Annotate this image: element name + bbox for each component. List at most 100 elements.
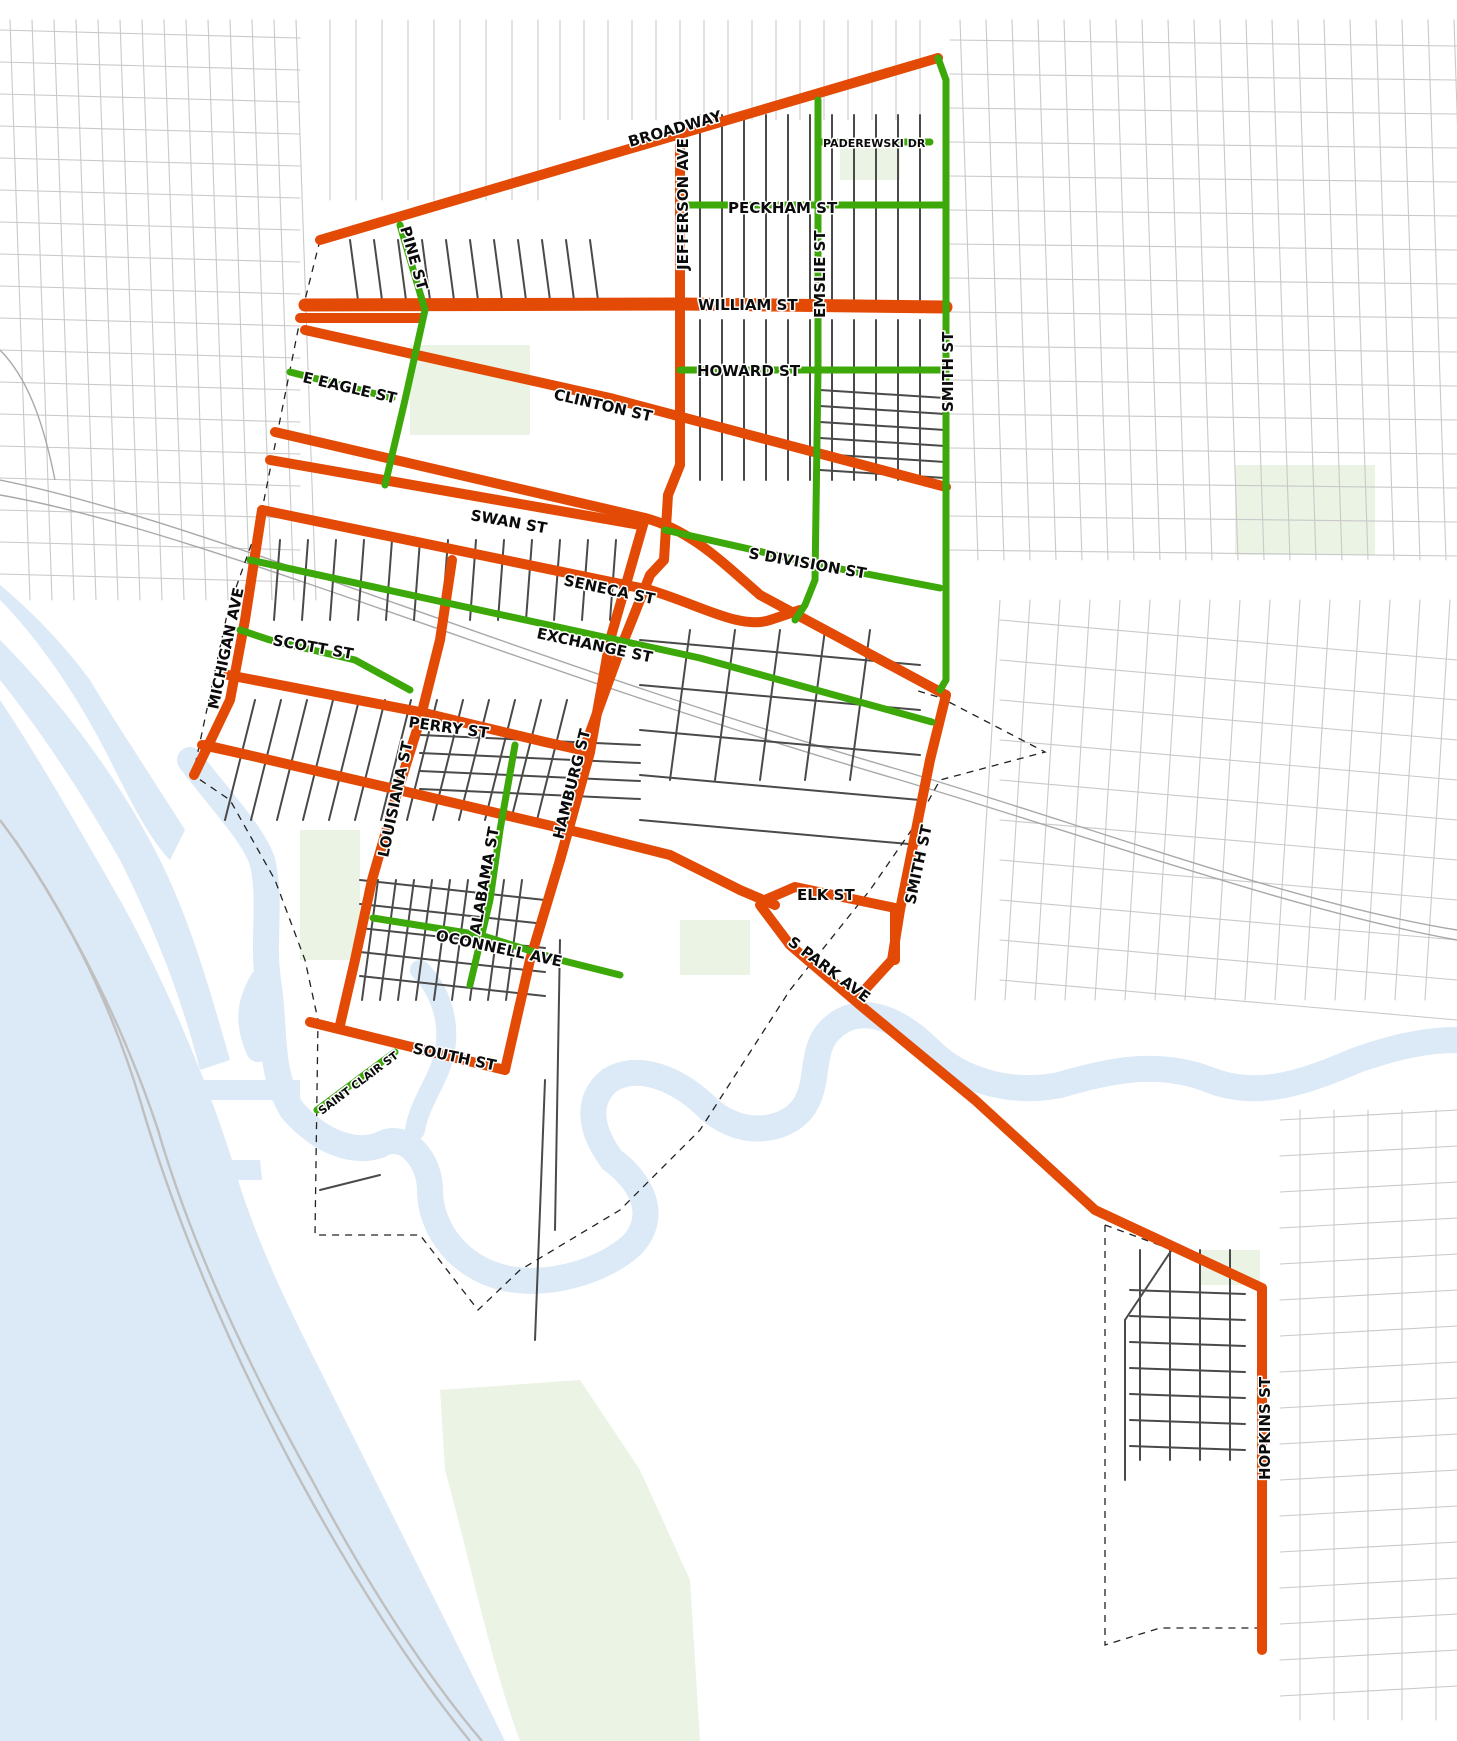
background-street	[0, 125, 301, 135]
outer-harbor	[0, 585, 185, 860]
background-street	[1089, 19, 1109, 561]
background-street	[949, 277, 1457, 285]
route-broadway	[315, 53, 943, 245]
route-scott	[236, 626, 414, 694]
background-street	[9, 19, 31, 601]
route-alabama	[466, 741, 519, 989]
background-street	[185, 19, 207, 601]
background-street	[0, 381, 301, 391]
route-clinton	[300, 325, 951, 492]
background-street	[0, 509, 301, 519]
priority-routes	[189, 53, 1267, 1655]
pier	[160, 1080, 300, 1405]
local-street	[301, 539, 309, 621]
route-saint-clair	[313, 1048, 399, 1114]
background-street	[1094, 599, 1121, 1001]
background-street	[0, 253, 301, 263]
park-north	[840, 140, 900, 180]
highways	[0, 349, 1457, 1741]
lake-erie	[0, 700, 505, 1741]
route-s-division	[661, 526, 944, 592]
harbor-channel	[238, 968, 274, 1062]
local-street	[639, 774, 921, 801]
background-street	[229, 19, 251, 601]
background-street	[949, 447, 1457, 455]
background-street	[1334, 599, 1361, 1001]
local-street	[373, 239, 383, 301]
background-street	[949, 141, 1457, 149]
label-pine: PINE ST	[396, 224, 432, 293]
local-street	[554, 939, 561, 1231]
local-street	[1129, 1315, 1246, 1321]
background-street	[0, 221, 301, 231]
label-paderewski: PADEREWSKI DR	[823, 137, 926, 150]
background-street	[949, 515, 1457, 523]
local-street	[819, 437, 946, 447]
local-street	[385, 539, 393, 621]
label-oconnell: OCONNELL AVE	[434, 926, 564, 970]
boundary-line-south	[1104, 1224, 1265, 1646]
background-street	[999, 979, 1457, 1021]
local-street	[759, 629, 781, 781]
local-street	[433, 879, 451, 1001]
background-street	[1037, 19, 1057, 561]
rail-line-2	[0, 494, 1457, 941]
background-street	[1274, 599, 1301, 1001]
local-street	[534, 1079, 546, 1341]
park-south	[300, 830, 360, 960]
background-street	[1245, 19, 1265, 561]
local-street	[1129, 1445, 1246, 1451]
local-street	[819, 421, 946, 431]
local-street	[525, 539, 533, 621]
background-street	[974, 599, 1001, 1001]
background-street	[163, 19, 185, 601]
route-e-eagle	[286, 368, 396, 402]
background-street	[949, 209, 1457, 217]
background-street	[1219, 19, 1239, 561]
background-street	[0, 285, 301, 295]
background-street	[1364, 599, 1391, 1001]
local-street	[319, 1174, 381, 1191]
background-street	[999, 819, 1457, 861]
background-street	[97, 19, 119, 601]
local-street	[1124, 1244, 1176, 1321]
local-street	[397, 239, 407, 301]
background-street	[141, 19, 163, 601]
label-scott: SCOTT ST	[271, 631, 355, 663]
background-street	[949, 39, 1457, 47]
background-street	[1375, 19, 1395, 561]
label-louisiana: LOUISIANA ST	[374, 739, 416, 859]
background-street	[53, 19, 75, 601]
background-street	[0, 349, 301, 359]
route-seneca-swan	[270, 427, 951, 700]
local-street	[469, 239, 479, 301]
background-street	[1349, 19, 1369, 561]
route-jefferson	[575, 140, 685, 765]
park-misc-1	[680, 920, 750, 975]
local-street	[419, 788, 641, 800]
local-street	[276, 699, 308, 821]
local-street	[354, 699, 386, 821]
label-exchange: EXCHANGE ST	[535, 624, 655, 666]
label-s-division: S DIVISION ST	[747, 544, 868, 583]
local-street	[359, 879, 546, 901]
background-street	[1193, 19, 1213, 561]
background-street	[119, 19, 141, 601]
background-street	[999, 659, 1457, 701]
local-street	[413, 539, 421, 621]
background-street	[0, 477, 301, 487]
route-mid-1	[555, 747, 595, 865]
local-street	[493, 239, 503, 301]
background-street	[949, 379, 1457, 387]
route-exchange	[246, 556, 936, 726]
background-street	[0, 413, 301, 423]
route-smith	[855, 690, 951, 1000]
background-street	[999, 939, 1457, 981]
label-william: WILLIAM ST	[698, 296, 798, 314]
background-street	[949, 481, 1457, 489]
local-street	[541, 239, 551, 301]
local-street	[484, 699, 516, 821]
background-street	[949, 345, 1457, 353]
background-street	[949, 549, 1457, 557]
